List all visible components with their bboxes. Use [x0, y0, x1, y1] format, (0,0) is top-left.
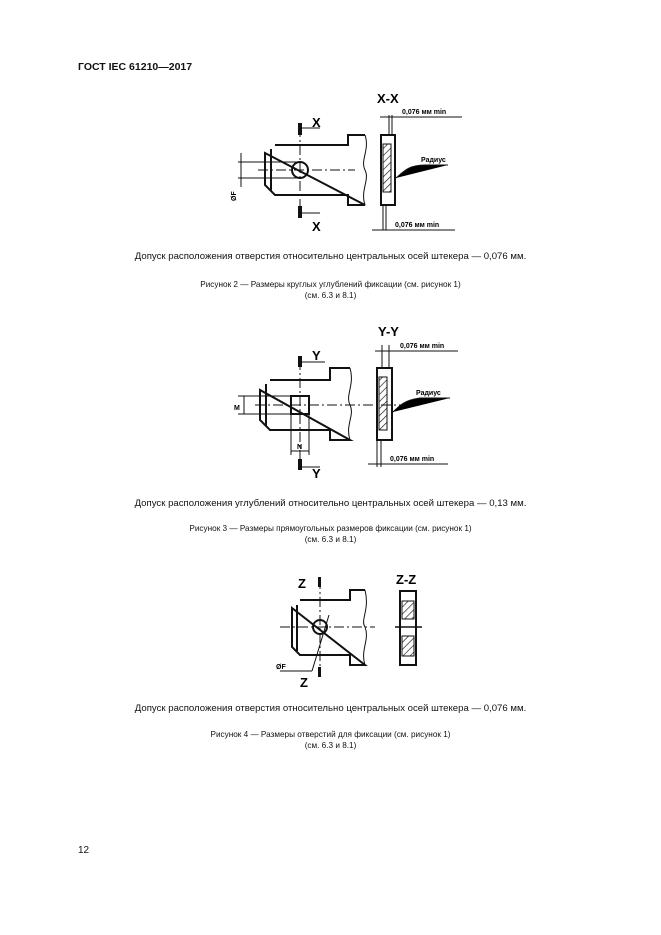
diameter-label: ØF [276, 664, 286, 671]
section-label: Z-Z [396, 572, 416, 587]
dimension-bottom: 0,076 мм min [390, 456, 434, 463]
document-header: ГОСТ IEC 61210—2017 [78, 61, 193, 73]
dimension-top: 0,076 мм min [400, 343, 444, 350]
figure-4-caption: Рисунок 4 — Размеры отверстий для фиксац… [0, 729, 661, 751]
dimension-m: M [234, 405, 240, 412]
caption-line: Рисунок 4 — Размеры отверстий для фиксац… [210, 730, 451, 739]
caption-line: (см. 6.3 и 8.1) [304, 535, 357, 544]
cut-label-bottom: Z [300, 675, 308, 690]
cut-label-bottom: Y [312, 466, 321, 480]
cut-label-top: Z [298, 576, 306, 591]
figure-3-drawing: Y Y M N Y-Y 0,076 мм min 0,076 мм min Ра… [234, 324, 458, 480]
dimension-bottom: 0,076 мм min [395, 222, 439, 229]
caption-line: (см. 6.3 и 8.1) [304, 741, 357, 750]
figure-2-caption: Рисунок 2 — Размеры круглых углублений ф… [0, 279, 661, 301]
cut-label-top: Y [312, 348, 321, 363]
cut-label-bottom: X [312, 219, 321, 234]
figure-4-drawing: Z Z ØF Z-Z [276, 572, 422, 690]
figure-3-note: Допуск расположения углублений относител… [134, 498, 527, 509]
radius-label: Радиус [421, 157, 446, 164]
figure-2-note: Допуск расположения отверстия относитель… [134, 251, 527, 262]
section-label: Y-Y [378, 324, 399, 339]
figure-4-note: Допуск расположения отверстия относитель… [134, 703, 527, 714]
caption-line: Рисунок 2 — Размеры круглых углублений ф… [200, 280, 461, 289]
caption-line: Рисунок 3 — Размеры прямоугольных размер… [189, 524, 472, 533]
dimension-top: 0,076 мм min [402, 109, 446, 116]
plug-outline [264, 134, 366, 206]
figure-3-caption: Рисунок 3 — Размеры прямоугольных размер… [0, 523, 661, 545]
radius-label: Радиус [416, 390, 441, 397]
section-label: X-X [377, 91, 399, 106]
page-number: 12 [78, 845, 90, 856]
figure-2-drawing: X X ØF X-X 0,076 мм min 0,076 мм min Рад… [231, 91, 462, 234]
caption-line: (см. 6.3 и 8.1) [304, 291, 357, 300]
dimension-n: N [297, 444, 302, 451]
diameter-label: ØF [231, 191, 238, 201]
cut-label-top: X [312, 115, 321, 130]
